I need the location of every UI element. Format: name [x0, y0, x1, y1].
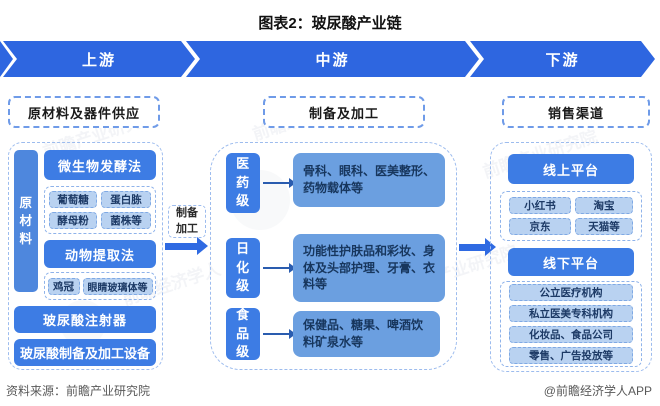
upstream-header: 原材料及器件供应 [8, 96, 160, 128]
online-item: 淘宝 [575, 197, 633, 214]
fermentation-items-group: 葡萄糖 蛋白胨 酵母粉 菌株等 [44, 186, 156, 234]
downstream-container [490, 142, 652, 372]
daily-arrow-icon [263, 263, 296, 273]
offline-platform-box: 线下平台 [508, 248, 634, 276]
animal-item: 鸡冠 [47, 277, 80, 295]
grade-daily-box: 日化级 [226, 238, 260, 298]
online-item: 京东 [509, 218, 571, 235]
online-item: 天猫等 [575, 218, 633, 235]
midstream-to-downstream-arrow-icon [459, 238, 496, 256]
grade-pharma-desc: 骨科、眼科、医美整形、药物载体等 [293, 153, 445, 207]
banner-upstream: 上游 [3, 41, 195, 77]
downstream-header: 销售渠道 [502, 96, 650, 128]
midstream-header: 制备及加工 [263, 96, 425, 128]
offline-item: 公立医疗机构 [509, 284, 633, 301]
animal-extraction-box: 动物提取法 [44, 240, 156, 268]
offline-items-group: 公立医疗机构 私立医美专科机构 化妆品、食品公司 零售、广告投放等 [500, 281, 642, 367]
fermentation-method-box: 微生物发酵法 [44, 150, 156, 180]
upstream-to-midstream-arrow-icon [165, 237, 208, 255]
page-title: 图表2：玻尿酸产业链 [258, 15, 402, 32]
banner-downstream: 下游 [470, 41, 655, 77]
banner-downstream-label: 下游 [545, 51, 580, 69]
grade-food-box: 食品级 [226, 307, 260, 360]
banner-midstream: 中游 [186, 41, 479, 77]
preparation-processing-label: 制备加工 [168, 205, 206, 238]
fermentation-item: 蛋白胨 [101, 191, 151, 208]
raw-material-bar: 原材料 [14, 150, 38, 292]
pharma-arrow-icon [263, 178, 296, 188]
offline-item: 零售、广告投放等 [509, 347, 633, 364]
fermentation-item: 葡萄糖 [49, 191, 97, 208]
offline-item: 化妆品、食品公司 [509, 326, 633, 343]
grade-food-desc: 保健品、糖果、啤酒饮料矿泉水等 [293, 311, 440, 357]
online-items-group: 小红书 淘宝 京东 天猫等 [500, 191, 642, 241]
grade-pharma-box: 医药级 [226, 153, 260, 213]
animal-items-group: 鸡冠 眼睛玻璃体等 [44, 272, 156, 300]
grade-daily-desc: 功能性护肤品和彩妆、身体及头部护理、牙膏、衣料等 [293, 234, 445, 302]
food-arrow-icon [263, 329, 296, 339]
midstream-container [210, 142, 457, 370]
syringe-box: 玻尿酸注射器 [14, 306, 156, 333]
online-item: 小红书 [509, 197, 571, 214]
equipment-box: 玻尿酸制备及加工设备 [14, 339, 156, 366]
source-note: 资料来源：前瞻产业研究院 [6, 384, 151, 398]
credit-note: @前瞻经济学人APP [543, 384, 652, 398]
upstream-container [8, 142, 163, 370]
fermentation-item: 酵母粉 [49, 212, 97, 229]
banner-midstream-label: 中游 [315, 51, 350, 69]
offline-item: 私立医美专科机构 [509, 305, 633, 322]
fermentation-item: 菌株等 [101, 212, 151, 229]
online-platform-box: 线上平台 [508, 154, 634, 184]
animal-item: 眼睛玻璃体等 [82, 277, 153, 295]
banner-upstream-label: 上游 [81, 51, 116, 69]
